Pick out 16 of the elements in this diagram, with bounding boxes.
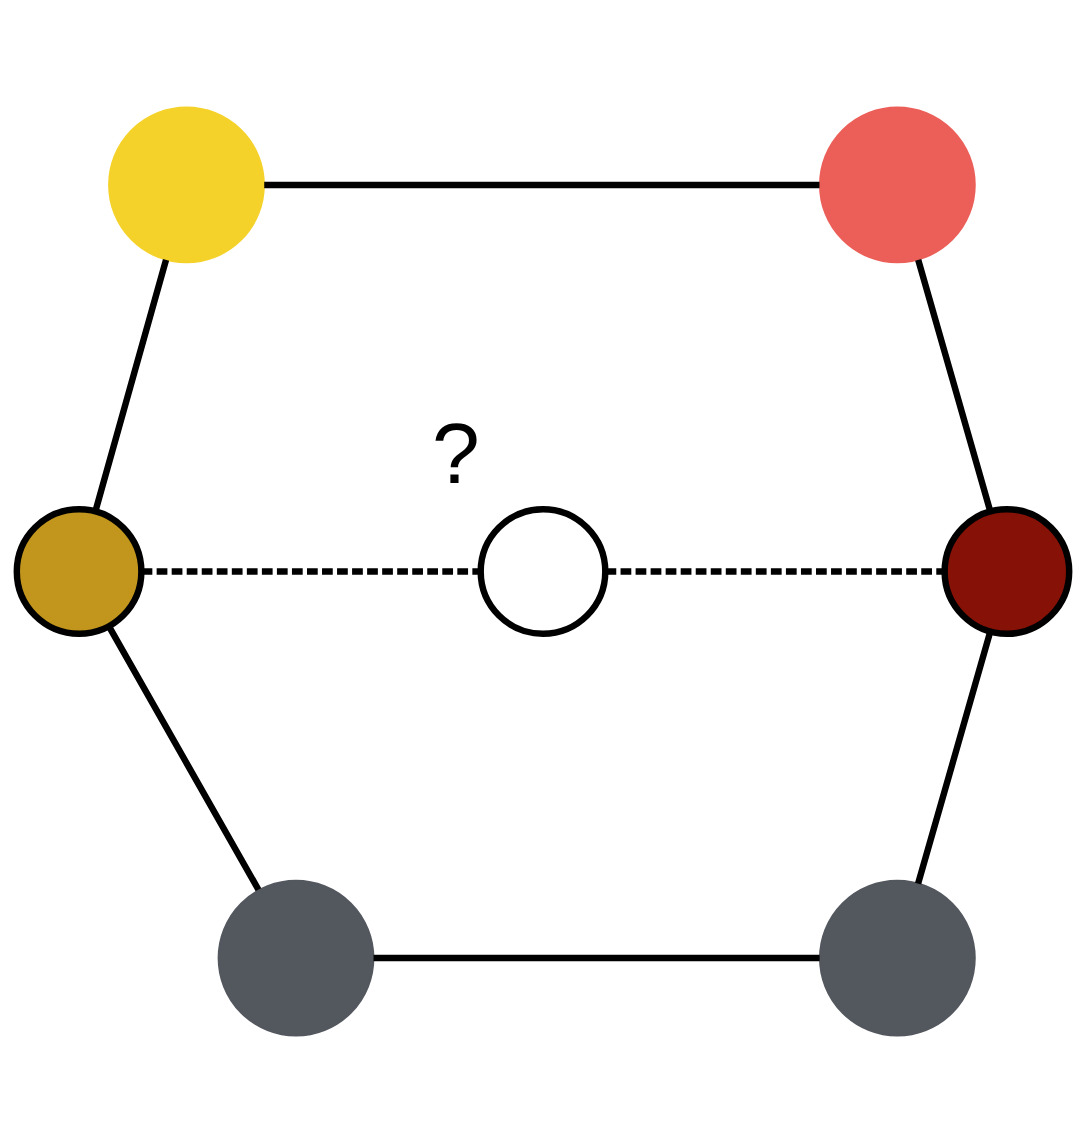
connector <box>106 624 262 891</box>
node-circle <box>819 879 976 1036</box>
node-circle <box>477 505 609 637</box>
connector <box>92 258 170 512</box>
connector <box>915 630 994 884</box>
node-circle <box>217 879 375 1036</box>
node-label: ? <box>432 404 480 501</box>
connector <box>141 567 481 575</box>
node-circle <box>819 106 976 263</box>
connector <box>605 567 945 575</box>
connector <box>915 258 994 512</box>
node-circle <box>13 505 145 637</box>
connector <box>373 954 820 961</box>
node-circle <box>941 505 1073 637</box>
node-circle <box>108 106 265 263</box>
connector <box>264 181 820 188</box>
